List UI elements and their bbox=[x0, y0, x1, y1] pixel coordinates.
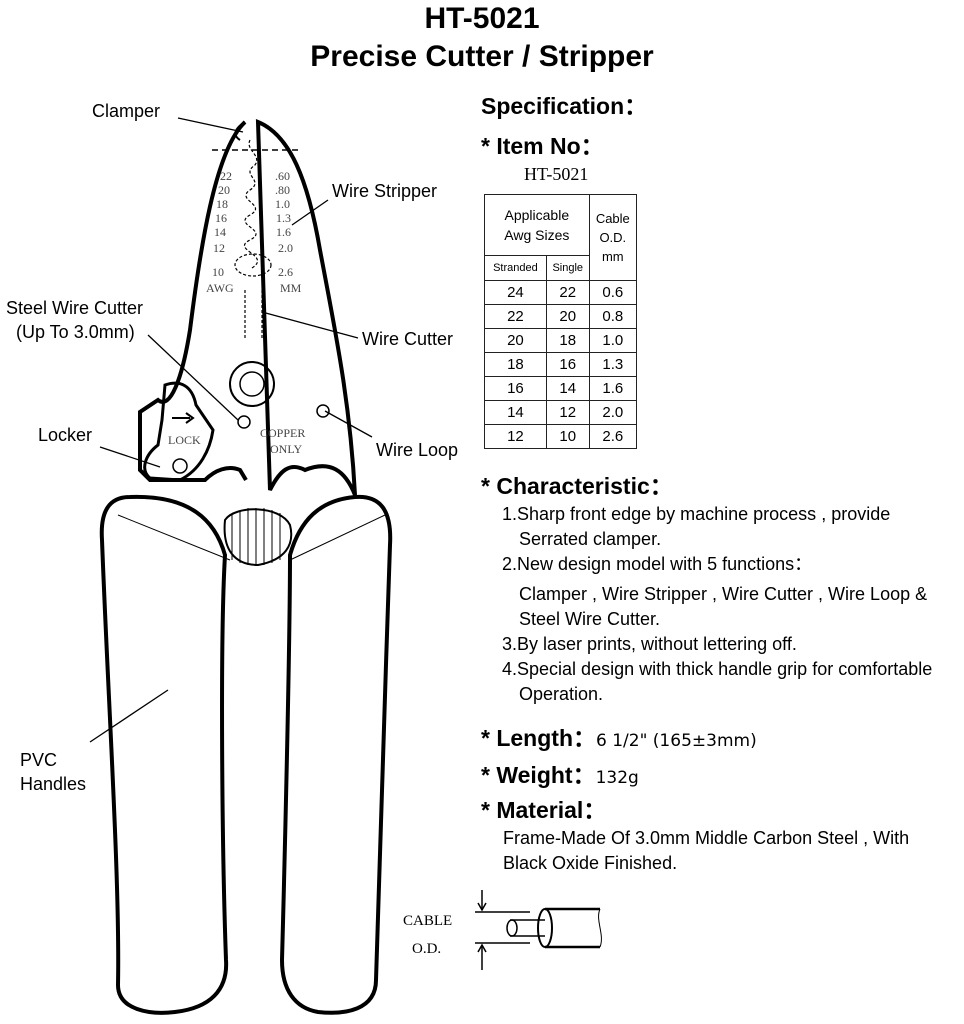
od-cell: 1.6 bbox=[588, 376, 638, 401]
callout-steel-wire-cutter: Steel Wire Cutter bbox=[6, 298, 144, 318]
locker bbox=[143, 381, 215, 482]
single-cell: 14 bbox=[545, 376, 590, 401]
single-cell: 16 bbox=[545, 352, 590, 377]
callout-handles: Handles bbox=[20, 774, 87, 794]
length-value: 6 1/2" (165±3mm) bbox=[596, 731, 757, 751]
product-title: Precise Cutter / Stripper bbox=[310, 40, 654, 73]
awg-mark: 14 bbox=[214, 225, 226, 239]
stranded-cell: 24 bbox=[484, 280, 547, 305]
cable-od-diagram: CABLE O.D. bbox=[403, 890, 602, 970]
awg-mark: 22 bbox=[220, 169, 232, 183]
cable-label: CABLE bbox=[403, 913, 452, 929]
single-header: Single bbox=[545, 255, 590, 281]
weight-row: * Weight：132g bbox=[481, 756, 639, 790]
only-marking: ONLY bbox=[270, 442, 302, 456]
mm-mark: .60 bbox=[275, 169, 290, 183]
callout-clamper: Clamper bbox=[92, 101, 161, 121]
od-cell: 1.0 bbox=[588, 328, 638, 353]
characteristic-item: 2.New design model with 5 functions： bbox=[502, 554, 813, 574]
material-heading: * Material： bbox=[481, 797, 607, 823]
single-cell: 18 bbox=[545, 328, 590, 353]
mm-mark: 1.0 bbox=[275, 197, 290, 211]
awg-unit: AWG bbox=[206, 281, 234, 295]
single-cell: 10 bbox=[545, 424, 590, 449]
od-cell: 2.0 bbox=[588, 400, 638, 425]
spec-heading: Specification： bbox=[481, 93, 648, 119]
stranded-cell: 16 bbox=[484, 376, 547, 401]
mm-mark: .80 bbox=[275, 183, 290, 197]
stranded-cell: 14 bbox=[484, 400, 547, 425]
item-no-value: HT-5021 bbox=[524, 164, 589, 184]
callout-wire-stripper: Wire Stripper bbox=[332, 181, 438, 201]
lock-marking: LOCK bbox=[168, 433, 201, 447]
awg-mark: 18 bbox=[216, 197, 228, 211]
characteristic-item: 3.By laser prints, without lettering off… bbox=[502, 634, 797, 654]
mm-mark: 1.6 bbox=[276, 225, 291, 239]
mm-mark: 2.0 bbox=[278, 241, 293, 255]
mm-markings: .60 .80 1.0 1.3 1.6 2.0 2.6 MM bbox=[275, 169, 302, 295]
plier-head bbox=[138, 118, 357, 496]
characteristic-line: Steel Wire Cutter. bbox=[519, 609, 661, 629]
characteristic-line: Operation. bbox=[519, 684, 604, 704]
weight-value: 132g bbox=[595, 768, 639, 788]
awg-mark: 20 bbox=[218, 183, 230, 197]
weight-heading: * Weight： bbox=[481, 762, 596, 788]
awg-markings: 22 20 18 16 14 12 10 AWG bbox=[206, 169, 234, 295]
od-cell: 0.6 bbox=[588, 280, 638, 305]
item-no-heading: * Item No： bbox=[481, 133, 604, 159]
mm-unit: MM bbox=[280, 281, 302, 295]
characteristic-line: Clamper , Wire Stripper , Wire Cutter , … bbox=[519, 584, 928, 604]
single-cell: 22 bbox=[545, 280, 590, 305]
mm-mark: 1.3 bbox=[276, 211, 291, 225]
left-handle bbox=[99, 494, 229, 1015]
awg-mark: 16 bbox=[215, 211, 227, 225]
material-line: Black Oxide Finished. bbox=[503, 853, 678, 873]
material-text: Frame-Made Of 3.0mm Middle Carbon Steel … bbox=[503, 826, 909, 876]
callout-wire-cutter: Wire Cutter bbox=[362, 329, 454, 349]
length-row: * Length：6 1/2" (165±3mm) bbox=[481, 719, 757, 753]
od-cell: 2.6 bbox=[588, 424, 638, 449]
single-cell: 12 bbox=[545, 400, 590, 425]
stranded-cell: 20 bbox=[484, 328, 547, 353]
copper-marking: COPPER bbox=[260, 426, 305, 440]
stranded-cell: 12 bbox=[484, 424, 547, 449]
mm-mark: 2.6 bbox=[278, 265, 293, 279]
plier-diagram: 22 20 18 16 14 12 10 AWG .60 .80 1.0 1.3… bbox=[89, 117, 393, 1015]
material-line: Frame-Made Of 3.0mm Middle Carbon Steel … bbox=[503, 828, 910, 848]
characteristic-item: 1.Sharp front edge by machine process , … bbox=[502, 504, 891, 524]
callout-wire-loop: Wire Loop bbox=[376, 440, 459, 460]
characteristics-list: 1.Sharp front edge by machine process , … bbox=[502, 502, 932, 707]
right-handle bbox=[279, 494, 393, 1015]
od-cell: 1.3 bbox=[588, 352, 638, 377]
awg-mark: 10 bbox=[212, 265, 224, 279]
callout-pvc: PVC bbox=[20, 750, 58, 770]
characteristic-item: 4.Special design with thick handle grip … bbox=[502, 659, 933, 679]
od-label: O.D. bbox=[412, 941, 441, 957]
single-cell: 20 bbox=[545, 304, 590, 329]
stranded-cell: 22 bbox=[484, 304, 547, 329]
length-heading: * Length： bbox=[481, 725, 596, 751]
awg-mark: 12 bbox=[213, 241, 225, 255]
stranded-header: Stranded bbox=[484, 255, 547, 281]
callout-steel-wire-cutter-note: (Up To 3.0mm) bbox=[16, 322, 135, 342]
model-title: HT-5021 bbox=[424, 2, 540, 35]
characteristic-line: Serrated clamper. bbox=[519, 529, 662, 549]
characteristic-heading: * Characteristic： bbox=[481, 473, 673, 499]
stranded-cell: 18 bbox=[484, 352, 547, 377]
od-cell: 0.8 bbox=[588, 304, 638, 329]
callout-locker: Locker bbox=[38, 425, 93, 445]
